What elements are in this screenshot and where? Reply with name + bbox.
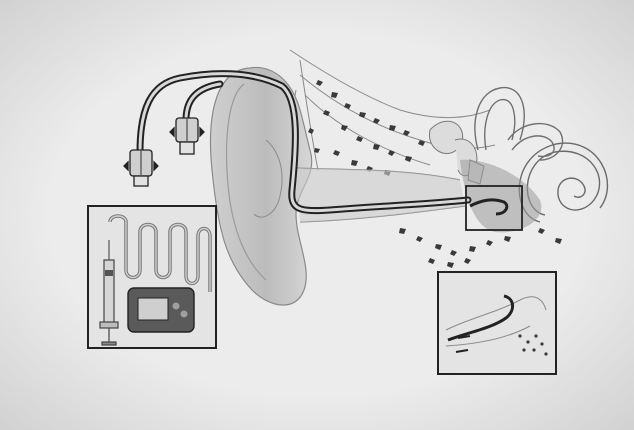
- pump-syringe-inset: [88, 206, 216, 348]
- round-window-magnified-inset: [438, 272, 556, 374]
- infusion-pump: [128, 288, 194, 332]
